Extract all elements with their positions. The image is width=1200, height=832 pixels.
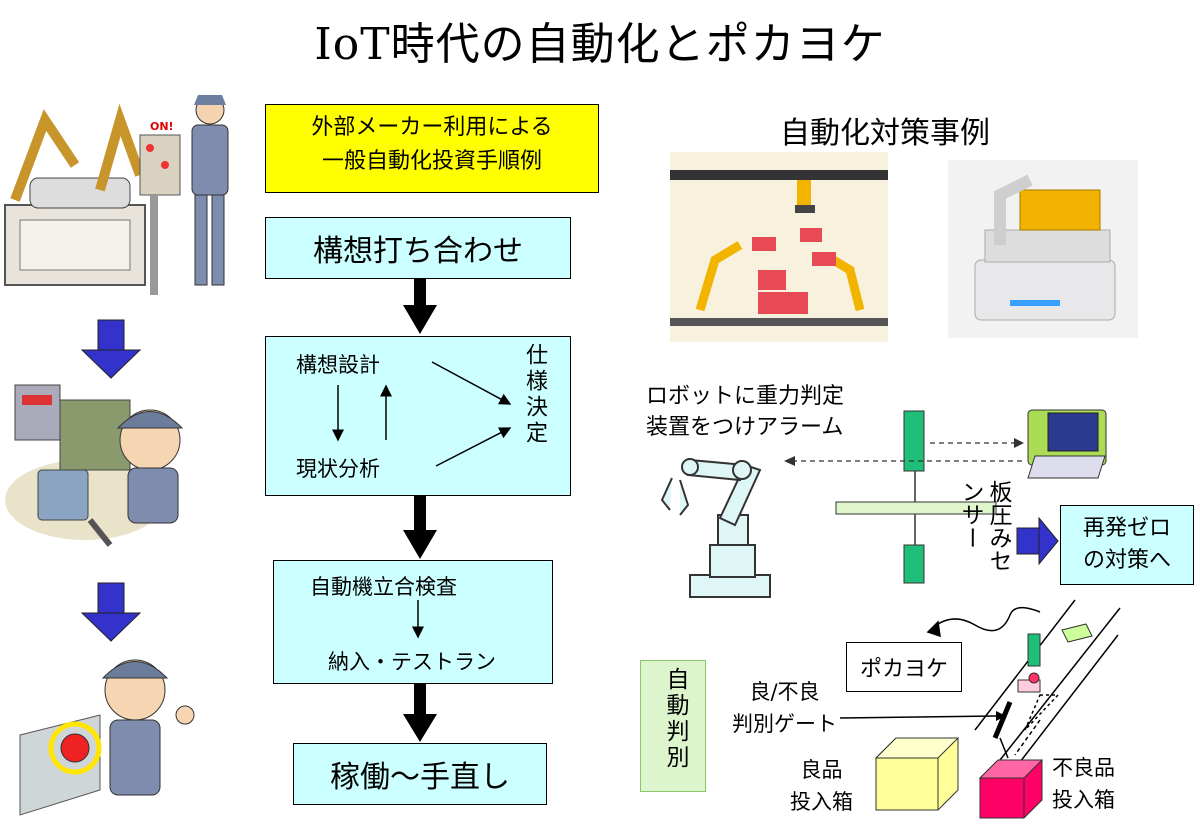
sort-gate-label: 良/不良 判別ゲート	[732, 680, 837, 736]
auto-judge-box: 自動判別	[640, 660, 706, 792]
recurrence-zero-box: 再発ゼロ の対策へ	[1060, 505, 1194, 585]
machine-worker-illustration: ON!	[4, 95, 229, 295]
flow-note-line2: 一般自動化投資手順例	[321, 149, 542, 174]
auto-judge-label: 自動判別	[662, 667, 688, 771]
good-product-box	[874, 737, 960, 811]
blue-right-arrow	[1016, 516, 1059, 566]
page-title: IoT時代の自動化とポカヨケ	[314, 19, 886, 70]
flow-arrow-2	[403, 496, 437, 559]
flow-step-inspection-box: 自動機立合検査 納入・テストラン	[273, 560, 553, 684]
spec-label: 仕様決定	[522, 343, 547, 447]
flow-arrow-1	[403, 279, 437, 334]
flow-note-box: 外部メーカー利用による 一般自動化投資手順例	[265, 104, 599, 193]
mobile-robot-image	[948, 160, 1138, 338]
flow-step-concept-meeting-label: 構想打ち合わせ	[313, 234, 523, 269]
thickness-sensor-label: 板圧みセンサー	[957, 480, 1011, 572]
defect-product-box	[978, 759, 1044, 819]
good-box-label: 良品 投入箱	[790, 758, 853, 814]
pokayoke-label-box: ポカヨケ	[846, 642, 962, 692]
flow-arrow-3	[403, 684, 437, 742]
flow-step-design-box: 構想設計 現状分析 仕様決定	[265, 336, 571, 496]
flow-note-line1: 外部メーカー利用による	[311, 115, 553, 140]
worker-ok-illustration	[19, 659, 195, 816]
flow-step-operation-label: 稼働～手直し	[330, 760, 510, 795]
analysis-to-spec-arrow	[435, 427, 512, 467]
sorting-conveyor	[926, 599, 1121, 776]
blue-down-arrow-1	[80, 319, 142, 379]
design-to-spec-arrow	[431, 361, 512, 405]
on-label: ON!	[150, 120, 174, 133]
thickness-sensor	[784, 410, 1024, 584]
laptop-icon	[1027, 409, 1107, 479]
robot-arm-icon	[660, 458, 771, 598]
gate-sensor	[1027, 633, 1041, 667]
gate-pointer-line	[839, 715, 997, 719]
blue-down-arrow-2	[80, 582, 142, 642]
delivery-label: 納入・テストラン	[328, 650, 496, 674]
flow-step-operation: 稼働～手直し	[293, 743, 547, 805]
worker-repair-illustration	[5, 384, 184, 547]
examples-heading: 自動化対策事例	[780, 116, 990, 151]
inspection-label: 自動機立合検査	[310, 575, 457, 599]
factory-robots-image	[670, 152, 888, 342]
robot-alarm-label: ロボットに重力判定 装置をつけアラーム	[646, 384, 845, 440]
analysis-label: 現状分析	[296, 457, 380, 481]
conveyor-item	[1061, 623, 1093, 643]
defect-marker	[1028, 672, 1040, 684]
design-label: 構想設計	[296, 353, 380, 377]
defect-box-label: 不良品 投入箱	[1052, 756, 1115, 812]
flow-step-concept-meeting: 構想打ち合わせ	[265, 217, 571, 279]
